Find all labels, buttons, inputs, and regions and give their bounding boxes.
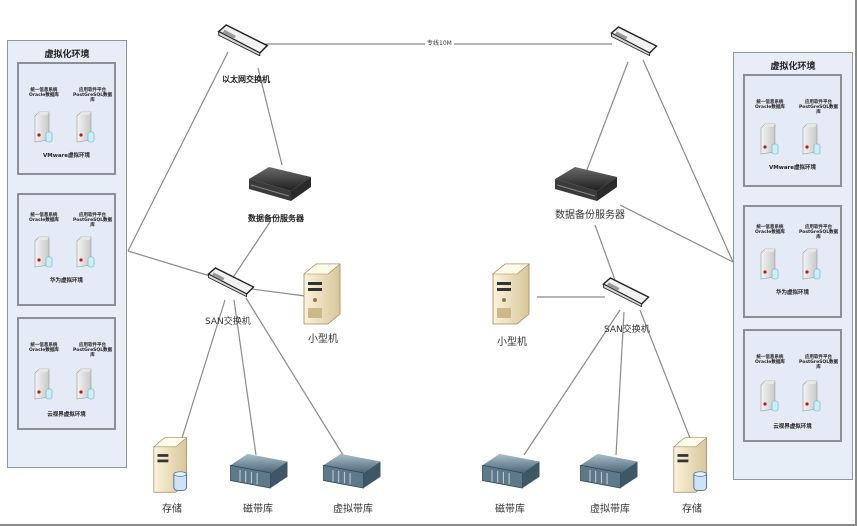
link-left-eth-panel [127, 51, 229, 252]
right-tape-library-icon [480, 452, 542, 490]
server-icon [75, 110, 95, 144]
left-san-switch-label: SAN交换机 [205, 317, 251, 327]
right-tape-library-label: 磁带库 [495, 504, 525, 515]
link-left-san-tape [233, 299, 257, 456]
left-ethernet-switch-label: 以太网交换机 [222, 75, 270, 84]
link-left-san-vtape [245, 297, 344, 456]
link-right-backup-san [594, 224, 616, 281]
left-storage-label: 存储 [162, 504, 182, 515]
left-backup-server-label: 数据备份服务器 [248, 214, 304, 223]
link-left-backup-san [227, 221, 271, 286]
server-icon [33, 367, 53, 401]
server-icon [759, 122, 779, 156]
server-icon [759, 379, 779, 413]
left-tape-library-label: 磁带库 [243, 504, 273, 515]
server-icon [801, 247, 821, 281]
left-minicomputer-icon [302, 262, 342, 326]
link-right-eth-backup [584, 61, 629, 176]
link-left-panel-san [127, 250, 211, 277]
server-icon [75, 235, 95, 269]
right-backup-server-label: 数据备份服务器 [555, 210, 625, 221]
group-name: 云视界虚拟环境 [47, 412, 86, 418]
link-right-backup-panel [619, 204, 734, 263]
server-icon [801, 379, 821, 413]
link-right-san-storage [639, 309, 691, 439]
left-san-switch-icon [205, 265, 257, 297]
group-name: 云视界虚拟环境 [773, 424, 812, 430]
right-minicomputer-label: 小型机 [497, 337, 527, 348]
left-backup-server-icon [247, 165, 313, 205]
right-virtual-tape-library-label: 虚拟带库 [590, 504, 630, 515]
left-storage-icon [152, 435, 192, 495]
server-icon [33, 235, 53, 269]
right-san-switch-icon [600, 275, 652, 307]
right-backup-server-icon [553, 165, 619, 205]
right-storage-icon [672, 435, 712, 495]
panel-title: 虚拟化环境 [44, 50, 90, 60]
left-tape-library-icon [228, 452, 290, 490]
server-icon [33, 110, 53, 144]
link-right-eth-panel [642, 59, 734, 263]
right-storage-label: 存储 [682, 504, 702, 515]
group-name: VMware虚拟环境 [769, 165, 816, 171]
right-virtual-tape-library-icon [578, 452, 640, 490]
right-minicomputer-icon [491, 262, 531, 326]
link-left-eth-backup [257, 67, 283, 166]
group-name: 华为虚拟环境 [49, 278, 83, 284]
link-right-san-tape [523, 309, 621, 456]
right-san-switch-label: SAN交换机 [604, 325, 650, 335]
left-minicomputer-label: 小型机 [308, 334, 338, 345]
left-ethernet-switch-icon [215, 22, 271, 56]
link-right-san-vtape [615, 311, 625, 456]
server-icon [759, 247, 779, 281]
left-virtual-tape-library-label: 虚拟带库 [333, 504, 373, 515]
panel-title: 虚拟化环境 [770, 62, 816, 72]
left-virtual-tape-library-icon [321, 452, 383, 490]
link-left-san-mini [243, 287, 306, 297]
server-icon [75, 367, 95, 401]
group-name: VMware虚拟环境 [43, 153, 90, 159]
wan-link-label: 专线10M [425, 38, 454, 47]
group-name: 华为虚拟环境 [775, 290, 809, 296]
right-ethernet-switch-icon [608, 24, 660, 56]
server-icon [801, 122, 821, 156]
